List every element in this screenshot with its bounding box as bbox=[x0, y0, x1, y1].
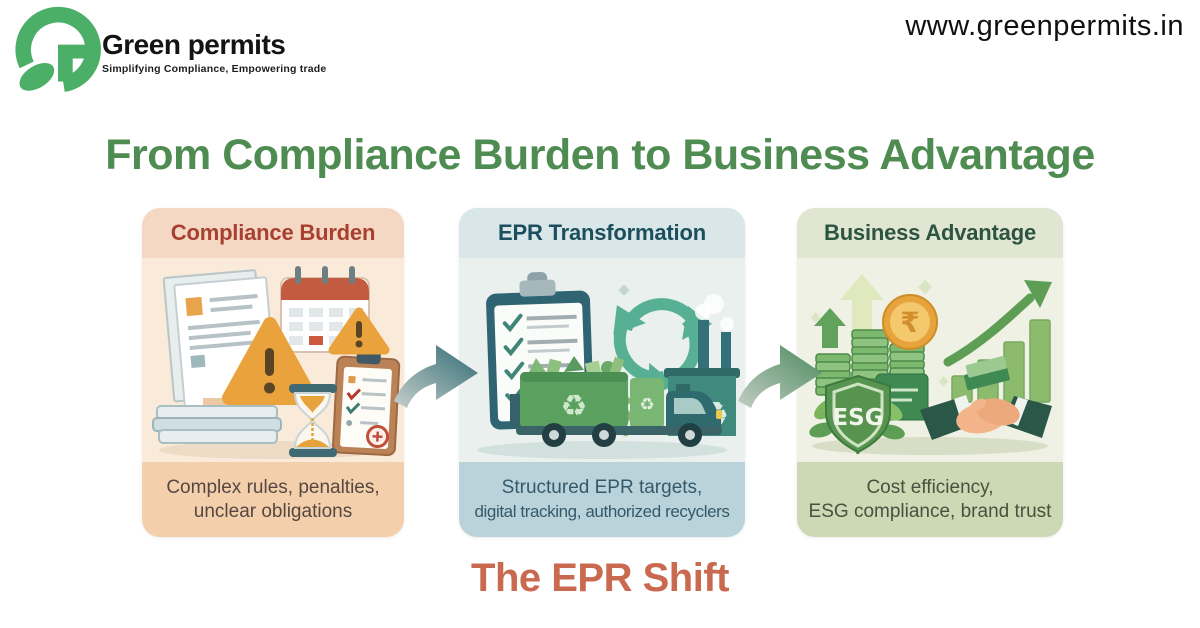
brand-name: Green permits bbox=[102, 29, 286, 60]
caption-line: ESG compliance, brand trust bbox=[808, 500, 1052, 522]
svg-text:ESG: ESG bbox=[832, 405, 883, 431]
card-caption: Structured EPR targets, digital tracking… bbox=[459, 462, 745, 537]
card-caption: Complex rules, penalties, unclear obliga… bbox=[142, 462, 404, 537]
card-title: Compliance Burden bbox=[170, 220, 376, 245]
card-title: EPR Transformation bbox=[498, 220, 706, 245]
brand-tagline: Simplifying Compliance, Empowering trade bbox=[102, 63, 327, 75]
compliance-burden-illustration bbox=[142, 258, 404, 462]
recycle-arrows-icon bbox=[600, 297, 712, 407]
card-header: EPR Transformation bbox=[459, 208, 745, 258]
warning-triangle-small-icon bbox=[328, 307, 390, 355]
caption-line: Structured EPR targets, bbox=[501, 476, 703, 498]
warning-triangle-icon bbox=[222, 317, 318, 405]
svg-text:♻: ♻ bbox=[561, 389, 588, 424]
epr-transformation-illustration: ♻ ♻ ♻ bbox=[459, 258, 745, 462]
website-url: www.greenpermits.in bbox=[905, 10, 1184, 42]
caption-line: digital tracking, authorized recyclers bbox=[474, 501, 730, 521]
card-title: Business Advantage bbox=[824, 220, 1036, 245]
handshake-icon bbox=[920, 356, 1052, 440]
arrow-epr-to-advantage-icon bbox=[738, 345, 822, 408]
arrow-compliance-to-epr-icon bbox=[394, 345, 478, 408]
svg-text:₹: ₹ bbox=[900, 306, 919, 339]
caption-line: Cost efficiency, bbox=[866, 476, 994, 498]
bottom-title: The EPR Shift bbox=[471, 556, 729, 600]
books-pile-icon bbox=[152, 398, 282, 444]
card-compliance-burden: Compliance Burden bbox=[142, 208, 404, 537]
business-advantage-illustration: ₹ bbox=[797, 258, 1063, 462]
leaf-g-logo-icon bbox=[15, 6, 101, 92]
documents-stack-icon bbox=[162, 269, 278, 410]
card-header: Compliance Burden bbox=[142, 208, 404, 258]
svg-text:♻: ♻ bbox=[639, 395, 654, 415]
trend-arrow-icon bbox=[943, 280, 1052, 367]
card-business-advantage: Business Advantage bbox=[797, 208, 1063, 537]
growth-arrow-icon bbox=[814, 274, 884, 348]
rupee-coin-icon: ₹ bbox=[882, 294, 938, 350]
hourglass-icon bbox=[289, 384, 337, 457]
caption-line: unclear obligations bbox=[193, 500, 353, 522]
brand-block: Green permits Simplifying Compliance, Em… bbox=[102, 29, 327, 76]
caption-line: Complex rules, penalties, bbox=[166, 476, 380, 498]
card-header: Business Advantage bbox=[797, 208, 1063, 258]
page-title: From Compliance Burden to Business Advan… bbox=[105, 131, 1095, 179]
esg-shield-icon: ESG bbox=[809, 374, 905, 455]
recycling-truck-icon: ♻ ♻ bbox=[510, 356, 722, 447]
card-caption: Cost efficiency, ESG compliance, brand t… bbox=[797, 462, 1063, 537]
card-epr-transformation: EPR Transformation bbox=[459, 208, 745, 537]
